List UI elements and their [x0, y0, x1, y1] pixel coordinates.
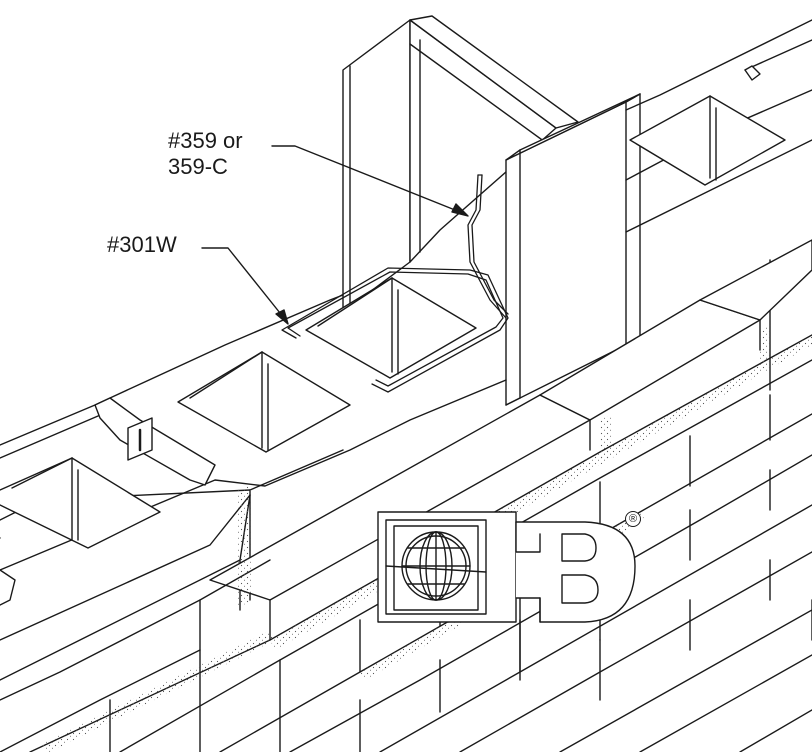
leader-301w — [202, 248, 288, 324]
tie-359-label-line1: #359 or — [168, 128, 243, 153]
joint-reinforcement-301w — [282, 268, 508, 392]
tie-359-label-line2: 359-C — [168, 154, 228, 179]
registered-trademark-mark: ® — [625, 511, 641, 527]
cmu-cell-2 — [178, 352, 350, 452]
steel-column — [343, 16, 640, 405]
brick-veneer — [0, 240, 812, 752]
tie-359-label: #359 or 359-C — [168, 128, 243, 180]
cmu-cell-4 — [630, 96, 785, 185]
joint-reinf-301w-label: #301W — [107, 232, 177, 257]
cmu-cell-1 — [0, 458, 160, 548]
cmu-cell-3 — [306, 278, 476, 378]
manufacturer-logo — [378, 512, 635, 622]
leader-359 — [272, 146, 468, 216]
